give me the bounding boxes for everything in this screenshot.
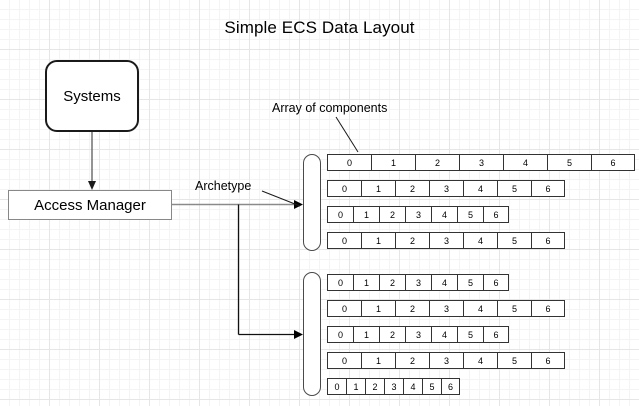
arrowhead-systems-to-access-manager — [88, 181, 96, 190]
component-cell[interactable]: 1 — [353, 206, 379, 223]
node-access-manager-label: Access Manager — [34, 196, 146, 214]
component-cell[interactable]: 3 — [429, 232, 463, 249]
component-cell[interactable]: 0 — [327, 206, 353, 223]
component-cell[interactable]: 5 — [547, 154, 591, 171]
arrowhead-archetype-2 — [294, 330, 303, 339]
archetype-block-1[interactable] — [303, 154, 321, 251]
page-title: Simple ECS Data Layout — [224, 18, 415, 37]
component-cell[interactable]: 5 — [497, 352, 531, 369]
component-cell[interactable]: 0 — [327, 232, 361, 249]
component-cell[interactable]: 2 — [379, 206, 405, 223]
component-cell[interactable]: 2 — [395, 352, 429, 369]
component-cell[interactable]: 4 — [431, 326, 457, 343]
component-cell[interactable]: 2 — [395, 180, 429, 197]
component-cell[interactable]: 2 — [415, 154, 459, 171]
component-cell[interactable]: 6 — [483, 206, 509, 223]
arrowhead-archetype-1 — [294, 200, 303, 209]
component-cell[interactable]: 3 — [405, 326, 431, 343]
component-cell[interactable]: 0 — [327, 326, 353, 343]
component-cell[interactable]: 6 — [483, 326, 509, 343]
component-cell[interactable]: 6 — [483, 274, 509, 291]
component-cell[interactable]: 3 — [429, 352, 463, 369]
component-cell[interactable]: 4 — [463, 180, 497, 197]
component-cell[interactable]: 2 — [395, 300, 429, 317]
component-cell[interactable]: 5 — [497, 300, 531, 317]
component-cell[interactable]: 4 — [463, 300, 497, 317]
component-cell[interactable]: 5 — [422, 378, 441, 395]
component-cell[interactable]: 1 — [353, 326, 379, 343]
component-cell[interactable]: 4 — [463, 232, 497, 249]
component-cell[interactable]: 4 — [403, 378, 422, 395]
label-archetype: Archetype — [195, 179, 252, 193]
component-cell[interactable]: 5 — [497, 232, 531, 249]
component-cell[interactable]: 6 — [531, 352, 565, 369]
component-cell[interactable]: 2 — [379, 274, 405, 291]
component-cell[interactable]: 1 — [346, 378, 365, 395]
component-cell[interactable]: 0 — [327, 180, 361, 197]
node-access-manager[interactable]: Access Manager — [8, 190, 172, 220]
component-cell[interactable]: 3 — [405, 274, 431, 291]
component-cell[interactable]: 6 — [441, 378, 460, 395]
component-cell[interactable]: 4 — [463, 352, 497, 369]
component-cell[interactable]: 3 — [384, 378, 403, 395]
component-cell[interactable]: 0 — [327, 378, 346, 395]
component-cell[interactable]: 6 — [531, 300, 565, 317]
component-cell[interactable]: 1 — [361, 352, 395, 369]
leader-line-array-of-components — [335, 116, 359, 153]
component-cell[interactable]: 6 — [591, 154, 635, 171]
component-cell[interactable]: 5 — [457, 274, 483, 291]
component-cell[interactable]: 4 — [503, 154, 547, 171]
label-array-of-components: Array of components — [272, 101, 388, 115]
component-cell[interactable]: 3 — [429, 180, 463, 197]
component-cell[interactable]: 2 — [365, 378, 384, 395]
component-cell[interactable]: 0 — [327, 154, 371, 171]
component-cell[interactable]: 3 — [459, 154, 503, 171]
component-cell[interactable]: 5 — [457, 326, 483, 343]
component-cell[interactable]: 6 — [531, 232, 565, 249]
node-systems[interactable]: Systems — [45, 60, 139, 132]
component-cell[interactable]: 1 — [361, 300, 395, 317]
component-cell[interactable]: 0 — [327, 352, 361, 369]
component-cell[interactable]: 5 — [497, 180, 531, 197]
leader-line-archetype — [261, 190, 301, 207]
component-cell[interactable]: 2 — [379, 326, 405, 343]
component-cell[interactable]: 5 — [457, 206, 483, 223]
component-cell[interactable]: 1 — [353, 274, 379, 291]
component-cell[interactable]: 1 — [361, 180, 395, 197]
component-cell[interactable]: 0 — [327, 300, 361, 317]
component-cell[interactable]: 4 — [431, 206, 457, 223]
component-cell[interactable]: 4 — [431, 274, 457, 291]
component-cell[interactable]: 2 — [395, 232, 429, 249]
archetype-block-2[interactable] — [303, 272, 321, 396]
component-cell[interactable]: 3 — [429, 300, 463, 317]
component-cell[interactable]: 0 — [327, 274, 353, 291]
component-cell[interactable]: 6 — [531, 180, 565, 197]
component-cell[interactable]: 1 — [371, 154, 415, 171]
component-cell[interactable]: 1 — [361, 232, 395, 249]
node-systems-label: Systems — [63, 87, 121, 105]
component-cell[interactable]: 3 — [405, 206, 431, 223]
